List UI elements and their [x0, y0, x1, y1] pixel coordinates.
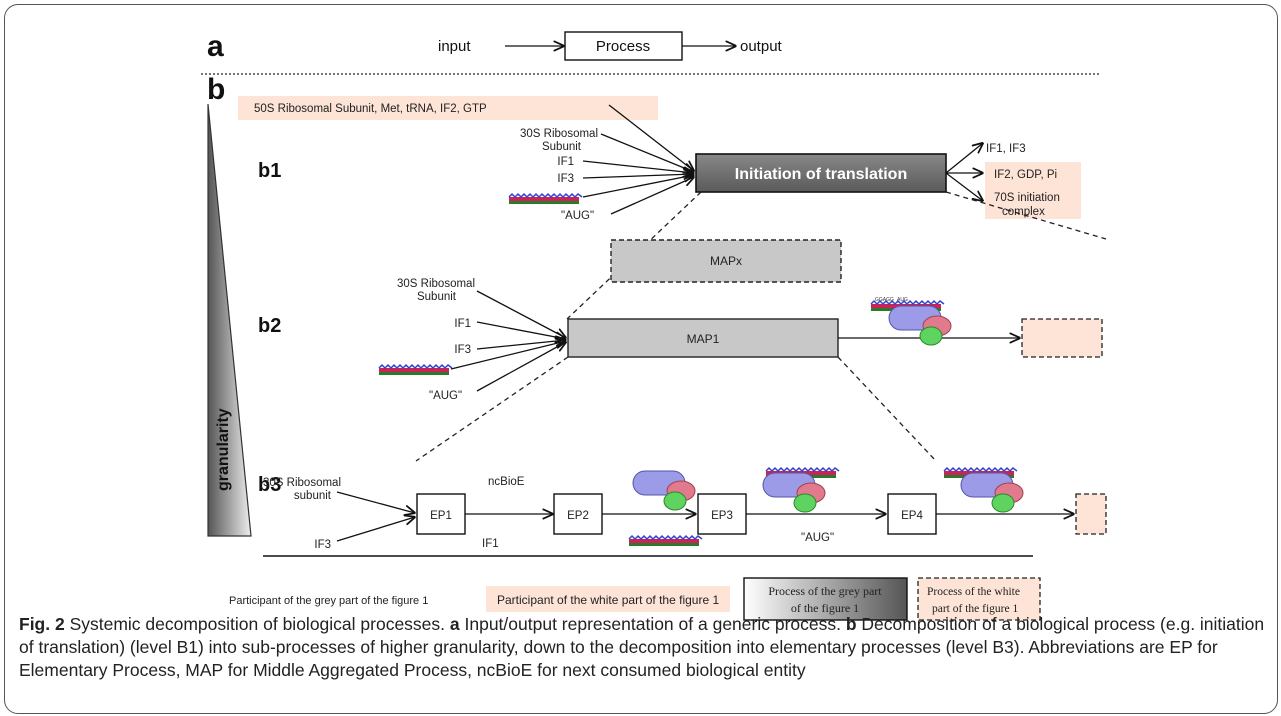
b3-input-if3: IF3 — [314, 539, 331, 551]
panel-a-letter: a — [207, 30, 224, 63]
b1-arrow-4 — [582, 174, 694, 178]
b1-peach-input — [238, 96, 658, 120]
level-b2: b2 — [258, 315, 281, 337]
b3-ep4-box — [887, 493, 937, 535]
caption-text-2: Input/output representation of a generic… — [459, 614, 846, 634]
b1-output-if2: IF2, GDP, Pi — [994, 169, 1057, 181]
b2-mrna-tag-1: GGAGG — [875, 297, 894, 303]
b3-mrna-1 — [628, 535, 703, 547]
b1-peach-output — [985, 162, 1081, 219]
b2-b3-connector-left — [415, 356, 569, 462]
b1-out-arrow-3 — [945, 172, 983, 201]
level-b1: b1 — [258, 160, 281, 182]
caption-fig-label: Fig. 2 — [19, 614, 65, 634]
legend-grey-process-box — [743, 577, 908, 621]
b2-arrow-1 — [476, 290, 566, 338]
b2-input-if1: IF1 — [454, 318, 471, 330]
b1-output-70s-2: complex — [1002, 206, 1045, 218]
b1-arrow-6 — [610, 177, 694, 215]
b1-process-label: Initiation of translation — [735, 166, 907, 183]
b3-ep3-box — [697, 493, 747, 535]
b1-b2-connector-right — [945, 191, 1107, 240]
b2-arrow-4 — [450, 341, 566, 370]
b3-ep4-label: EP4 — [901, 510, 923, 522]
b3-ncbioe-label: ncBioE — [488, 476, 525, 488]
input-label: input — [438, 38, 471, 55]
b3-ep1-label: EP1 — [430, 510, 452, 522]
b1-input-30s-2: Subunit — [542, 141, 582, 153]
legend-grey-participant: Participant of the grey part of the figu… — [229, 595, 428, 607]
legend-white-process-2: part of the figure 1 — [932, 603, 1018, 615]
legend-white-process-1: Process of the white — [927, 586, 1020, 598]
legend-white-participant: Participant of the white part of the fig… — [497, 593, 719, 607]
b1-process-box — [695, 153, 947, 193]
b3-input-if1: IF1 — [482, 538, 499, 550]
caption-text-1: Systemic decomposition of biological pro… — [64, 614, 450, 634]
b3-input-30s-2: subunit — [294, 490, 332, 502]
b1-arrow-2 — [600, 133, 694, 172]
process-label: Process — [596, 38, 650, 55]
b2-arrow-5 — [476, 342, 566, 392]
b2-b3-connector-right — [837, 356, 937, 462]
legend-white-participant-swatch — [486, 586, 730, 612]
legend-white-process-box — [917, 577, 1041, 621]
b3-ep3-label: EP3 — [711, 510, 733, 522]
figure-frame: a input Process output b granularity b1 … — [4, 4, 1278, 714]
b1-arrow-1 — [608, 104, 694, 171]
b3-input-aug: "AUG" — [801, 532, 834, 544]
granularity-label: granularity — [215, 408, 232, 491]
b1-input-50s: 50S Ribosomal Subunit, Met, tRNA, IF2, G… — [254, 103, 487, 115]
b3-arrow-30s — [336, 491, 415, 513]
b2-mrna-tag-2: AUG — [897, 297, 908, 303]
b3-ep2-label: EP2 — [567, 510, 589, 522]
b2-arrow-2 — [476, 321, 566, 339]
caption-b: b — [845, 614, 857, 634]
b2-arrow-3 — [476, 340, 566, 350]
b3-input-30s-1: 30S Ribosomal — [263, 477, 341, 489]
panel-b-letter: b — [207, 73, 225, 106]
b2-map1-box — [567, 318, 839, 358]
b2-ribosome — [888, 305, 952, 346]
caption-text-3: Decomposition of a biological process (e… — [19, 614, 1265, 680]
b2-mapx-box — [610, 239, 842, 283]
b3-white-process-box — [1075, 493, 1107, 535]
b1-input-if1: IF1 — [557, 156, 574, 168]
b2-map1-label: MAP1 — [687, 332, 720, 346]
b2-input-if3: IF3 — [454, 344, 471, 356]
granularity-triangle — [207, 103, 252, 537]
b3-ep2-box — [553, 493, 603, 535]
b2-mrna — [378, 364, 453, 376]
b3-ribosome-3 — [960, 472, 1024, 513]
legend-grey-process-1: Process of the grey part — [768, 584, 882, 598]
figure-caption: Fig. 2 Systemic decomposition of biologi… — [19, 613, 1269, 682]
b3-ribosome-2 — [762, 472, 826, 513]
b1-mrna — [508, 193, 583, 205]
b1-input-if3: IF3 — [557, 173, 574, 185]
b1-out-arrow-1 — [945, 143, 983, 174]
b1-arrow-5 — [582, 175, 694, 198]
legend-grey-process-2: of the figure 1 — [791, 601, 859, 615]
b1-output-if1-if3: IF1, IF3 — [986, 143, 1026, 155]
b2-input-30s-2: Subunit — [417, 291, 457, 303]
b2-input-30s-1: 30S Ribosomal — [397, 278, 475, 290]
b1-arrow-3 — [582, 160, 694, 173]
output-label: output — [740, 38, 783, 55]
b1-output-70s-1: 70S initiation — [994, 192, 1060, 204]
caption-a: a — [449, 614, 460, 634]
diagram-canvas: a input Process output b granularity b1 … — [201, 30, 1107, 621]
b2-mapx-label: MAPx — [710, 254, 742, 268]
b3-arrow-if3 — [336, 517, 415, 542]
b3-ribosome-1 — [632, 470, 696, 511]
b1-input-aug: "AUG" — [561, 210, 594, 222]
b2-white-process-box — [1021, 318, 1103, 358]
b2-input-aug: "AUG" — [429, 390, 462, 402]
level-b3: b3 — [258, 474, 281, 496]
b1-input-30s-1: 30S Ribosomal — [520, 128, 598, 140]
